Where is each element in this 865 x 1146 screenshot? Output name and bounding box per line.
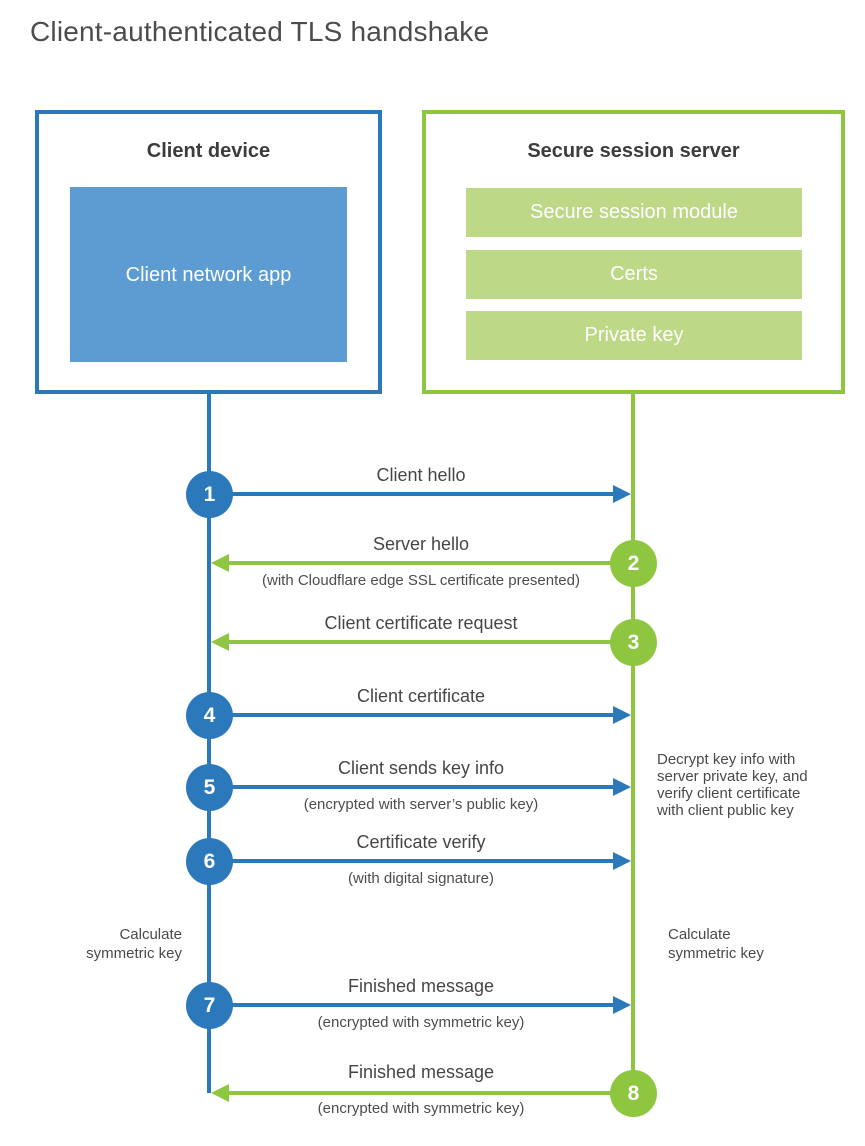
step-7-circle: 7 [186,982,233,1029]
client-network-app-box: Client network app [70,187,347,362]
step-7-arrow-right [209,996,631,1014]
client-network-app-label: Client network app [125,263,292,286]
step-5-label: Client sends key info [337,758,505,778]
page-title: Client-authenticated TLS handshake [30,16,490,47]
step-5-sublabel: (encrypted with server’s public key) [303,796,539,813]
step-8-sublabel: (encrypted with symmetric key) [317,1100,525,1117]
step-3-circle: 3 [610,619,657,666]
client-device-box: Client device Client network app [35,110,382,394]
server-module-private-key: Private key [466,311,802,360]
step-6-arrow-right [209,852,631,870]
step-6-circle: 6 [186,838,233,885]
step-6-sublabel: (with digital signature) [348,870,494,887]
client-lifeline [207,394,211,1093]
step-8-label: Finished message [347,1062,495,1082]
server-module-secure-session: Secure session module [466,188,802,237]
step-7-sublabel: (encrypted with symmetric key) [317,1014,525,1031]
step-2-circle: 2 [610,540,657,587]
step-1-circle: 1 [186,471,233,518]
step-5-arrow-right [209,778,631,796]
calculate-symmetric-key-note-left: Calculate symmetric key [86,926,182,962]
step-2-arrow-left [211,554,633,572]
step-8-circle: 8 [610,1070,657,1117]
client-device-title: Client device [146,140,271,162]
step-4-label: Client certificate [356,686,486,706]
step-1-arrow-right [209,485,631,503]
step-5-circle: 5 [186,764,233,811]
calculate-symmetric-key-note-right: Calculate symmetric key [668,926,764,962]
step-2-label: Server hello [372,534,470,554]
step-2-sublabel: (with Cloudflare edge SSL certificate pr… [262,572,580,589]
step-7-label: Finished message [347,976,495,996]
secure-session-server-box: Secure session server Secure session mod… [422,110,845,394]
step-4-circle: 4 [186,692,233,739]
server-title: Secure session server [527,140,740,162]
step-3-label: Client certificate request [324,613,518,633]
step-6-label: Certificate verify [356,832,486,852]
step-4-arrow-right [209,706,631,724]
step-3-arrow-left [211,633,633,651]
step-8-arrow-left [211,1084,633,1102]
decrypt-key-info-note: Decrypt key info with server private key… [657,751,808,819]
step-1-label: Client hello [376,465,466,485]
server-module-certs: Certs [466,250,802,299]
server-lifeline [631,394,635,1093]
